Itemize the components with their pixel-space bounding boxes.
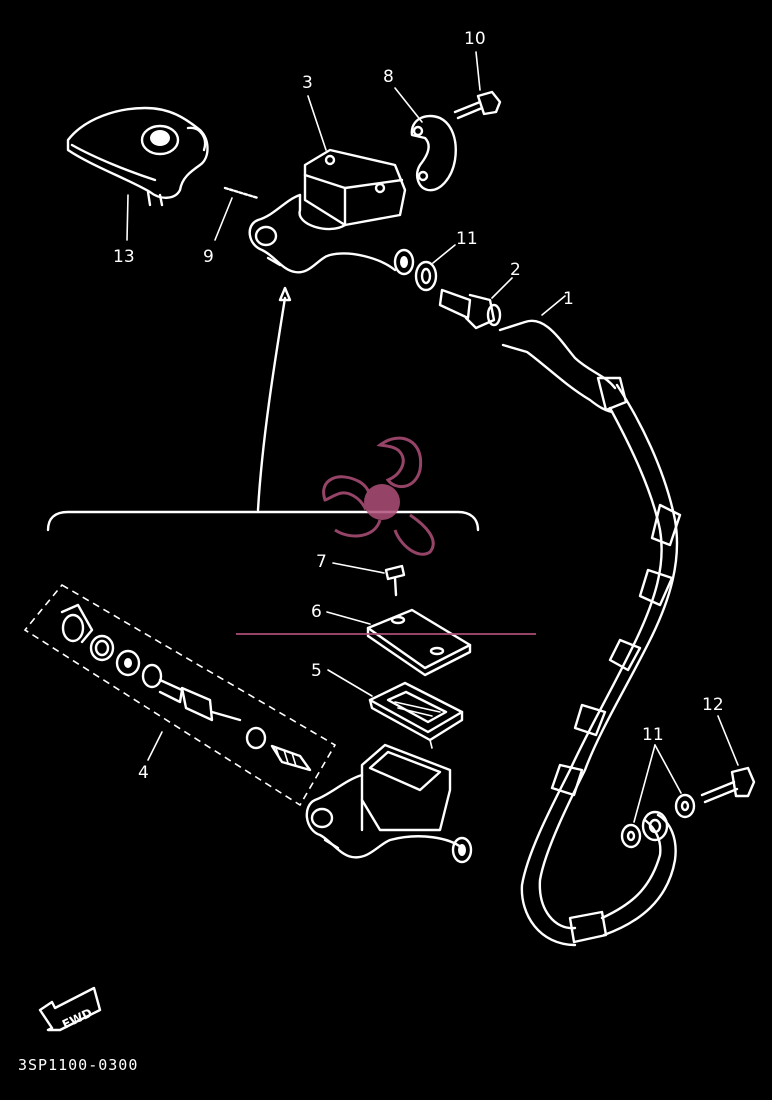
label-11-top: 11 xyxy=(456,229,478,249)
label-7: 7 xyxy=(316,552,327,572)
part-3-master-cylinder xyxy=(248,95,415,276)
part-7-screw xyxy=(332,562,406,597)
label-9: 9 xyxy=(203,247,214,267)
label-3: 3 xyxy=(302,73,313,93)
part-8-holder-clamp xyxy=(394,87,457,192)
part-9-pin xyxy=(214,186,260,241)
fwd-arrow-icon: FWD xyxy=(38,986,102,1032)
label-12: 12 xyxy=(702,695,724,715)
part-2-union-bolt xyxy=(438,277,513,330)
label-4: 4 xyxy=(138,763,149,783)
label-11-bottom: 11 xyxy=(642,725,664,745)
part-3-master-cylinder-lower xyxy=(305,743,473,864)
part-12-bolt xyxy=(700,715,756,804)
part-1-brake-hose xyxy=(498,295,682,947)
part-4-piston-kit xyxy=(23,583,337,807)
propeller-logo-icon xyxy=(236,436,536,635)
part-11-washer-top xyxy=(414,244,456,292)
label-10: 10 xyxy=(464,29,486,49)
label-13: 13 xyxy=(113,247,135,267)
label-2: 2 xyxy=(510,260,521,280)
part-13-lever-holder xyxy=(66,106,209,241)
diagram-code: 3SP1100-0300 xyxy=(18,1056,138,1074)
part-6-cap xyxy=(326,608,472,677)
reference-bracket xyxy=(46,286,480,532)
label-6: 6 xyxy=(311,602,322,622)
part-5-diaphragm xyxy=(327,669,464,749)
part-11-washer-bottom xyxy=(620,744,696,849)
label-5: 5 xyxy=(311,661,322,681)
label-8: 8 xyxy=(383,67,394,87)
part-10-bolt xyxy=(453,51,502,120)
label-1: 1 xyxy=(563,289,574,309)
fwd-label: FWD xyxy=(60,1006,94,1032)
